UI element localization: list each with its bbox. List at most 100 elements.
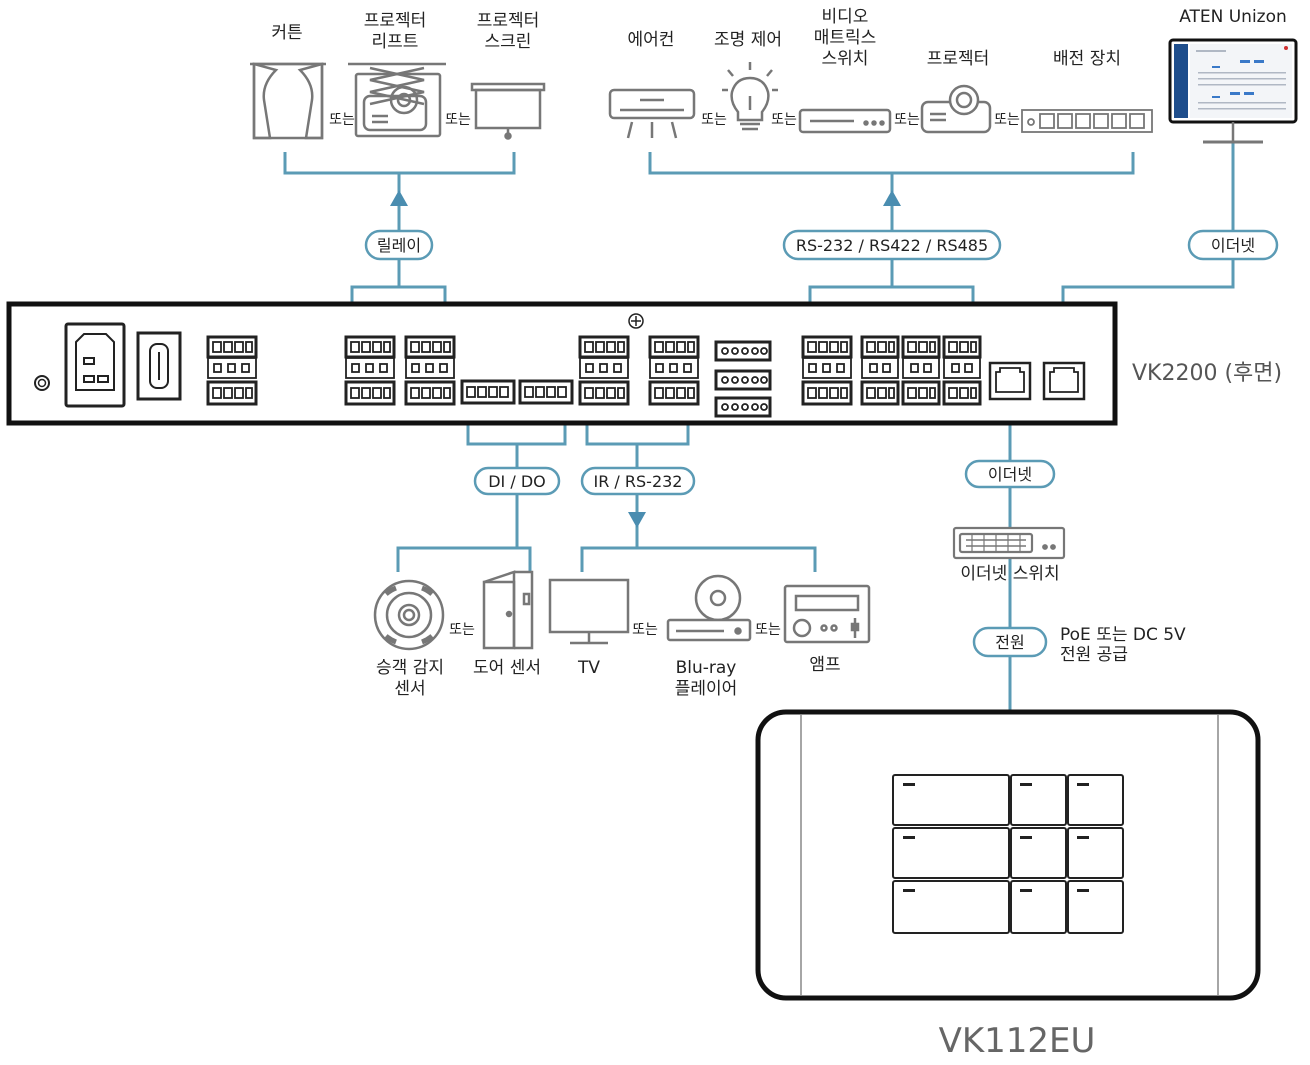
power-note-line-1: PoE 또는 DC 5V <box>1060 625 1186 645</box>
serial-terminal-block-1 <box>801 335 853 406</box>
or-label: 또는 <box>701 112 727 128</box>
or-label: 또는 <box>755 622 781 638</box>
vk2200-rear-panel <box>6 301 1118 426</box>
occupancy-sensor-label-1: 승객 감지 <box>376 658 444 678</box>
bluray-player-icon <box>666 574 752 642</box>
pill-serial-text: RS-232 / RS422 / RS485 <box>796 236 988 255</box>
pill-relay-text: 릴레이 <box>377 236 421 255</box>
relay-terminal-block-2 <box>404 335 456 406</box>
relay-terminal-block-1 <box>344 335 396 406</box>
dido-terminal-blocks <box>460 379 574 405</box>
matrix-switch-label-1: 비디오 <box>822 7 869 27</box>
bluray-label-1: Blu-ray <box>676 658 737 678</box>
stacked-terminal-blocks <box>714 340 772 418</box>
pill-ethernet-top-text: 이더넷 <box>1211 236 1255 255</box>
or-label: 또는 <box>449 622 475 638</box>
tv-label: TV <box>577 658 600 678</box>
door-sensor-label: 도어 센서 <box>473 658 541 678</box>
or-label: 또는 <box>329 112 355 128</box>
keypad-button <box>892 880 1010 934</box>
projector-lift-label-2: 리프트 <box>372 32 419 52</box>
aircon-icon <box>608 88 696 139</box>
amplifier-icon <box>783 584 871 644</box>
aten-unizon-monitor-icon <box>1168 38 1298 144</box>
amplifier-label: 앰프 <box>809 655 840 675</box>
lightbulb-icon <box>722 62 778 131</box>
ir-terminal-block-2 <box>648 335 700 406</box>
pill-ethernet-bottom: 이더넷 <box>964 459 1056 489</box>
keypad-button <box>892 774 1010 826</box>
power-note-line-2: 전원 공급 <box>1060 645 1128 665</box>
vk112eu-label: VK112EU <box>939 1021 1096 1061</box>
projector-lift-icon <box>348 62 446 138</box>
top-left-device-labels: 커튼 프로젝터 리프트 프로젝터 스크린 <box>271 11 539 52</box>
curtain-icon <box>250 62 326 140</box>
keypad-led-marks <box>903 783 1089 892</box>
matrix-switch-label-2: 매트릭스 <box>814 28 877 48</box>
door-sensor-icon <box>482 570 534 650</box>
or-separators-top-left: 또는 또는 <box>329 112 471 128</box>
keypad-button <box>1067 880 1124 934</box>
keypad-button <box>1010 827 1067 879</box>
power-distribution-icon <box>1021 109 1153 133</box>
projector-screen-label-1: 프로젝터 <box>477 11 540 31</box>
matrix-switch-icon <box>798 108 892 134</box>
or-separators-top-right: 또는 또는 또는 또는 <box>701 112 1020 128</box>
keypad-button <box>892 827 1010 879</box>
or-separators-bottom: 또는 또는 또는 <box>449 622 781 638</box>
panel-screw-icon <box>628 313 644 329</box>
occupancy-sensor-label-2: 센서 <box>394 679 425 699</box>
pill-power-text: 전원 <box>995 633 1024 652</box>
pill-ir-text: IR / RS-232 <box>594 472 683 491</box>
lighting-label: 조명 제어 <box>714 30 782 50</box>
ethernet-switch-icon <box>952 526 1066 560</box>
or-label: 또는 <box>894 112 920 128</box>
power-inlet-icon <box>64 322 126 408</box>
pill-labels: 릴레이 RS-232 / RS422 / RS485 이더넷 DI / DO I… <box>364 229 1279 658</box>
keypad-button <box>1067 774 1124 826</box>
ground-screw-icon <box>34 375 50 391</box>
pill-ethernet-bottom-text: 이더넷 <box>988 465 1032 484</box>
matrix-switch-label-3: 스위치 <box>822 49 869 69</box>
pill-ir: IR / RS-232 <box>580 466 696 496</box>
arrow-heads <box>390 190 901 528</box>
curtain-label: 커튼 <box>271 23 302 43</box>
ethernet-switch-label: 이더넷 스위치 <box>960 564 1059 584</box>
projector-label: 프로젝터 <box>927 49 990 69</box>
projector-screen-label-2: 스크린 <box>485 32 532 52</box>
keypad-buttons <box>892 774 1124 934</box>
or-label: 또는 <box>994 112 1020 128</box>
vk112eu-panel <box>755 709 1261 1001</box>
ethernet-port-icon <box>1042 361 1086 401</box>
aircon-label: 에어컨 <box>628 30 675 50</box>
serial-terminal-blocks-narrow <box>860 335 982 406</box>
arrow-down-ir <box>628 512 646 528</box>
bluray-label-2: 플레이어 <box>675 679 738 699</box>
projector-lift-label-1: 프로젝터 <box>364 11 427 31</box>
top-right-device-labels: 에어컨 조명 제어 비디오 매트릭스 스위치 프로젝터 배전 장치 ATEN U… <box>628 7 1287 69</box>
projector-icon <box>920 84 992 134</box>
keypad-button <box>1067 827 1124 879</box>
projector-screen-icon <box>470 82 546 140</box>
aten-unizon-label: ATEN Unizon <box>1179 7 1287 27</box>
bottom-device-labels: 승객 감지 센서 도어 센서 TV Blu-ray 플레이어 앰프 <box>376 655 841 699</box>
terminal-block-group-1 <box>206 335 258 406</box>
pill-ethernet-top: 이더넷 <box>1187 229 1279 261</box>
vk2200-label: VK2200 (후면) <box>1132 361 1282 386</box>
pill-dido: DI / DO <box>473 466 561 496</box>
ethernet-port-icon <box>988 361 1032 401</box>
tv-icon <box>548 578 630 645</box>
pill-relay: 릴레이 <box>364 229 434 261</box>
or-label: 또는 <box>445 112 471 128</box>
or-label: 또는 <box>632 622 658 638</box>
ir-terminal-block-1 <box>578 335 630 406</box>
power-note: PoE 또는 DC 5V 전원 공급 <box>1060 625 1186 665</box>
or-label: 또는 <box>771 112 797 128</box>
power-switch-icon <box>136 331 182 401</box>
arrow-up-relay <box>390 190 408 206</box>
power-distribution-label: 배전 장치 <box>1053 49 1121 69</box>
pill-serial: RS-232 / RS422 / RS485 <box>782 229 1002 261</box>
connection-lines <box>283 143 1235 710</box>
occupancy-sensor-icon <box>373 579 445 651</box>
